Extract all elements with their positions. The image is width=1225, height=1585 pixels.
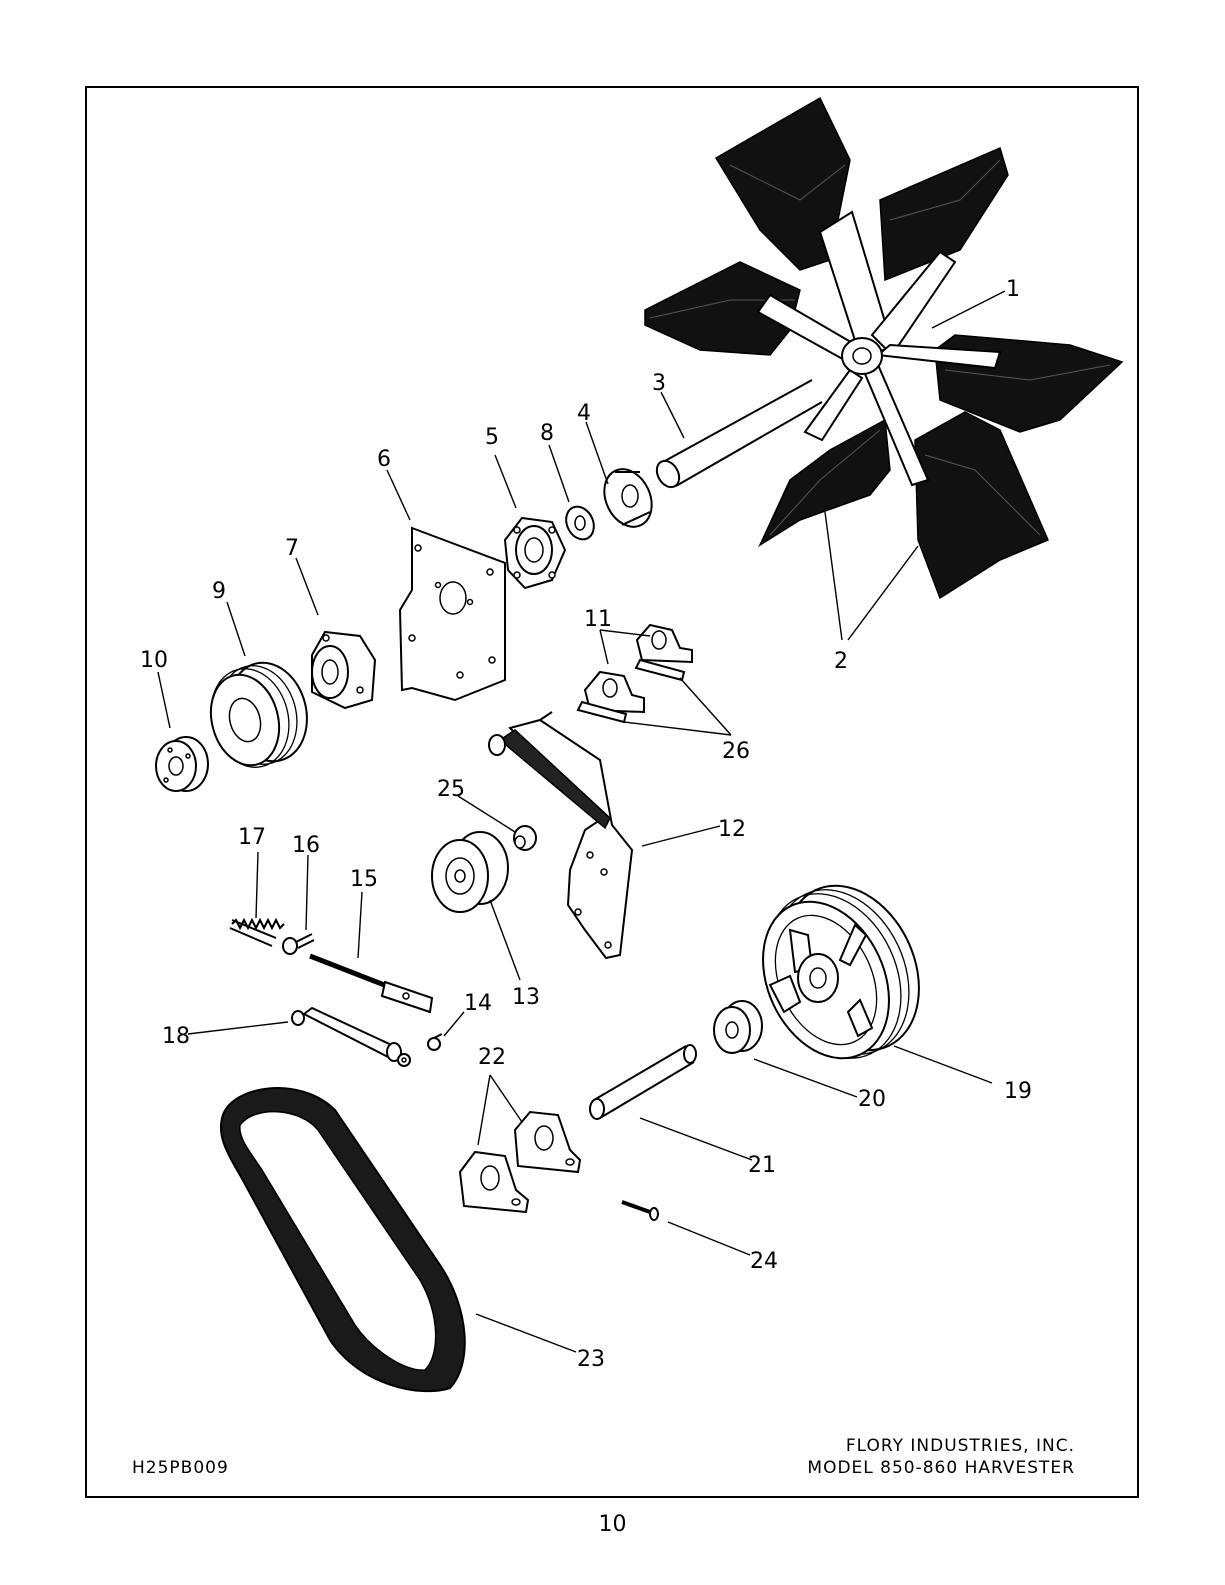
pillow-block-22-right	[515, 1112, 580, 1172]
spring-17	[230, 920, 284, 946]
callout-9: 9	[212, 579, 226, 604]
flange-bearing-5	[505, 518, 565, 588]
callout-2: 2	[834, 649, 848, 674]
callout-11: 11	[584, 607, 612, 632]
callout-26: 26	[722, 739, 750, 764]
pillow-block-11-upper	[637, 625, 692, 662]
bearing-4	[595, 462, 660, 535]
callout-1: 1	[1006, 277, 1020, 302]
callout-20: 20	[858, 1087, 886, 1112]
callout-8: 8	[540, 421, 554, 446]
drive-belt-23	[221, 1088, 465, 1391]
callout-12: 12	[718, 817, 746, 842]
callout-17: 17	[238, 825, 266, 850]
callout-6: 6	[377, 447, 391, 472]
washer-8	[561, 502, 599, 544]
callout-25: 25	[437, 777, 465, 802]
callout-23: 23	[577, 1347, 605, 1372]
shaft-21	[590, 1045, 696, 1119]
fan-blade-assembly	[645, 98, 1122, 598]
damper-18	[292, 1008, 410, 1066]
callout-10: 10	[140, 648, 168, 673]
eyebolt-16	[283, 934, 314, 954]
callout-15: 15	[350, 867, 378, 892]
bushing-hub-10	[156, 737, 208, 791]
fan-arm-lower-left	[805, 370, 862, 440]
bolt-24	[622, 1202, 658, 1220]
flange-bearing-7	[312, 632, 375, 708]
page-number: 10	[0, 1512, 1225, 1537]
drawing-number: H25PB009	[132, 1458, 229, 1478]
callout-13: 13	[512, 985, 540, 1010]
sheave-9	[200, 654, 317, 776]
callout-22: 22	[478, 1045, 506, 1070]
callout-24: 24	[750, 1249, 778, 1274]
fan-blade-lower-left	[760, 420, 890, 545]
bushing-hub-20	[714, 1001, 762, 1053]
spacer-25	[514, 826, 536, 850]
mounting-plate-6	[400, 528, 505, 700]
large-sheave-19	[739, 864, 945, 1080]
callout-7: 7	[285, 536, 299, 561]
callout-16: 16	[292, 833, 320, 858]
pin-14	[428, 1034, 442, 1050]
callout-4: 4	[577, 401, 591, 426]
model-name: MODEL 850-860 HARVESTER	[807, 1458, 1075, 1478]
company-name: FLORY INDUSTRIES, INC.	[846, 1436, 1075, 1456]
callout-3: 3	[652, 371, 666, 396]
shim-26-upper	[636, 660, 684, 680]
callout-19: 19	[1004, 1079, 1032, 1104]
callout-5: 5	[485, 425, 499, 450]
idler-arm-12	[489, 712, 632, 958]
tension-rod-15	[310, 956, 432, 1012]
idler-pulley-13	[432, 832, 508, 912]
callout-21: 21	[748, 1153, 776, 1178]
callout-14: 14	[464, 991, 492, 1016]
callout-18: 18	[162, 1024, 190, 1049]
fan-blade-bottom	[915, 412, 1048, 598]
